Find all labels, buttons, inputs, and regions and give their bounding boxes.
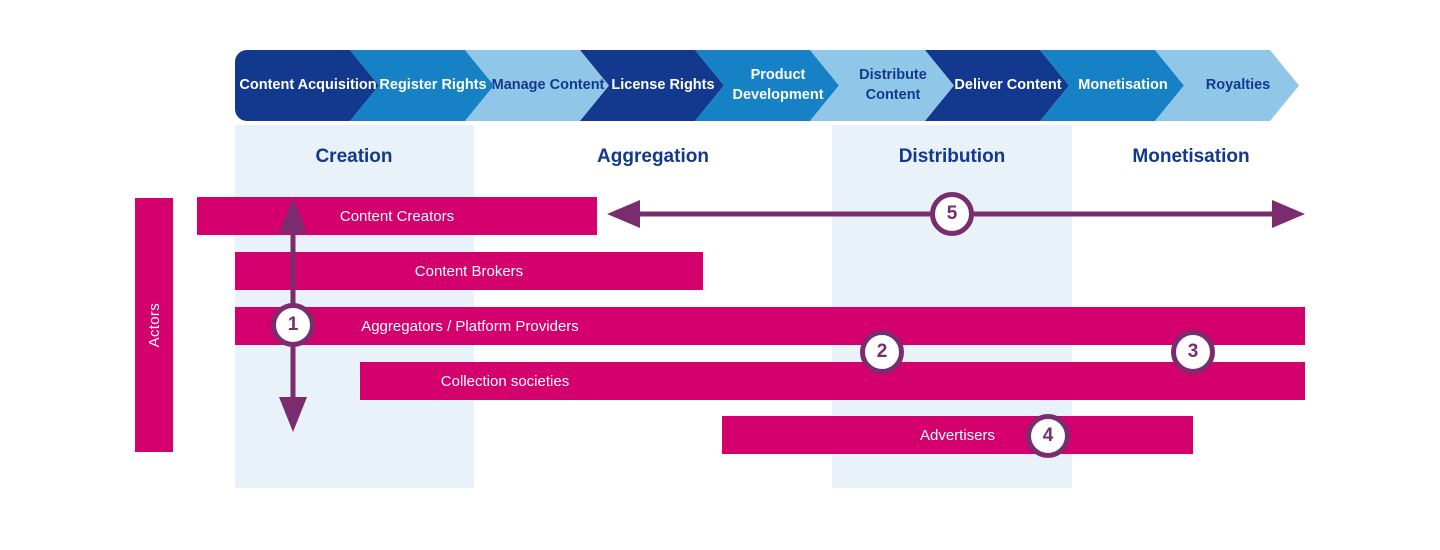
marker-number: 5 bbox=[946, 203, 958, 224]
marker-1: 1 bbox=[271, 303, 315, 347]
chevron-label: License Rights bbox=[611, 76, 715, 93]
marker-number: 1 bbox=[287, 314, 299, 335]
actor-bar-label: Content Brokers bbox=[414, 262, 524, 280]
actor-bar-label: Content Creators bbox=[339, 207, 455, 225]
phase-label-creation: Creation bbox=[315, 146, 393, 167]
actors-axis-bar: Actors bbox=[135, 198, 173, 452]
actor-bar-collection-societies: Collection societies bbox=[360, 362, 1305, 400]
marker-2: 2 bbox=[860, 330, 904, 374]
chevron-label: Royalties bbox=[1205, 76, 1271, 93]
actor-bar-advertisers: Advertisers bbox=[722, 416, 1193, 454]
chevron-royalties: Royalties bbox=[1155, 50, 1299, 121]
chevron-label: Product Development bbox=[732, 67, 824, 103]
chevron-content-acquisition: Content Acquisition bbox=[235, 50, 379, 121]
chevron-label: Manage Content bbox=[491, 76, 605, 93]
marker-5: 5 bbox=[930, 192, 974, 236]
marker-number: 2 bbox=[876, 341, 888, 362]
phase-label-monetisation: Monetisation bbox=[1132, 146, 1250, 167]
actor-bar-content-creators: Content Creators bbox=[197, 197, 597, 235]
chevron-label: Content Acquisition bbox=[239, 76, 377, 93]
creation-phase-panel bbox=[235, 125, 474, 488]
actor-bar-content-brokers: Content Brokers bbox=[235, 252, 703, 290]
phase-label-distribution: Distribution bbox=[898, 146, 1006, 167]
marker-3: 3 bbox=[1171, 330, 1215, 374]
marker-number: 4 bbox=[1042, 425, 1054, 446]
marker-number: 3 bbox=[1187, 341, 1199, 362]
chevron-label: Deliver Content bbox=[954, 76, 1062, 93]
actors-axis-label: Actors bbox=[145, 302, 163, 348]
actor-bar-aggregators-platform-providers: Aggregators / Platform Providers bbox=[235, 307, 1305, 345]
chevron-label: Distribute Content bbox=[859, 67, 927, 103]
chevron-label: Register Rights bbox=[379, 76, 487, 93]
actor-bar-label: Advertisers bbox=[919, 426, 996, 444]
chevron-label: Monetisation bbox=[1078, 76, 1168, 93]
phase-label-aggregation: Aggregation bbox=[597, 146, 709, 167]
actor-bar-label: Aggregators / Platform Providers bbox=[361, 317, 579, 335]
actor-bar-label: Collection societies bbox=[440, 372, 570, 390]
marker-4: 4 bbox=[1026, 414, 1070, 458]
